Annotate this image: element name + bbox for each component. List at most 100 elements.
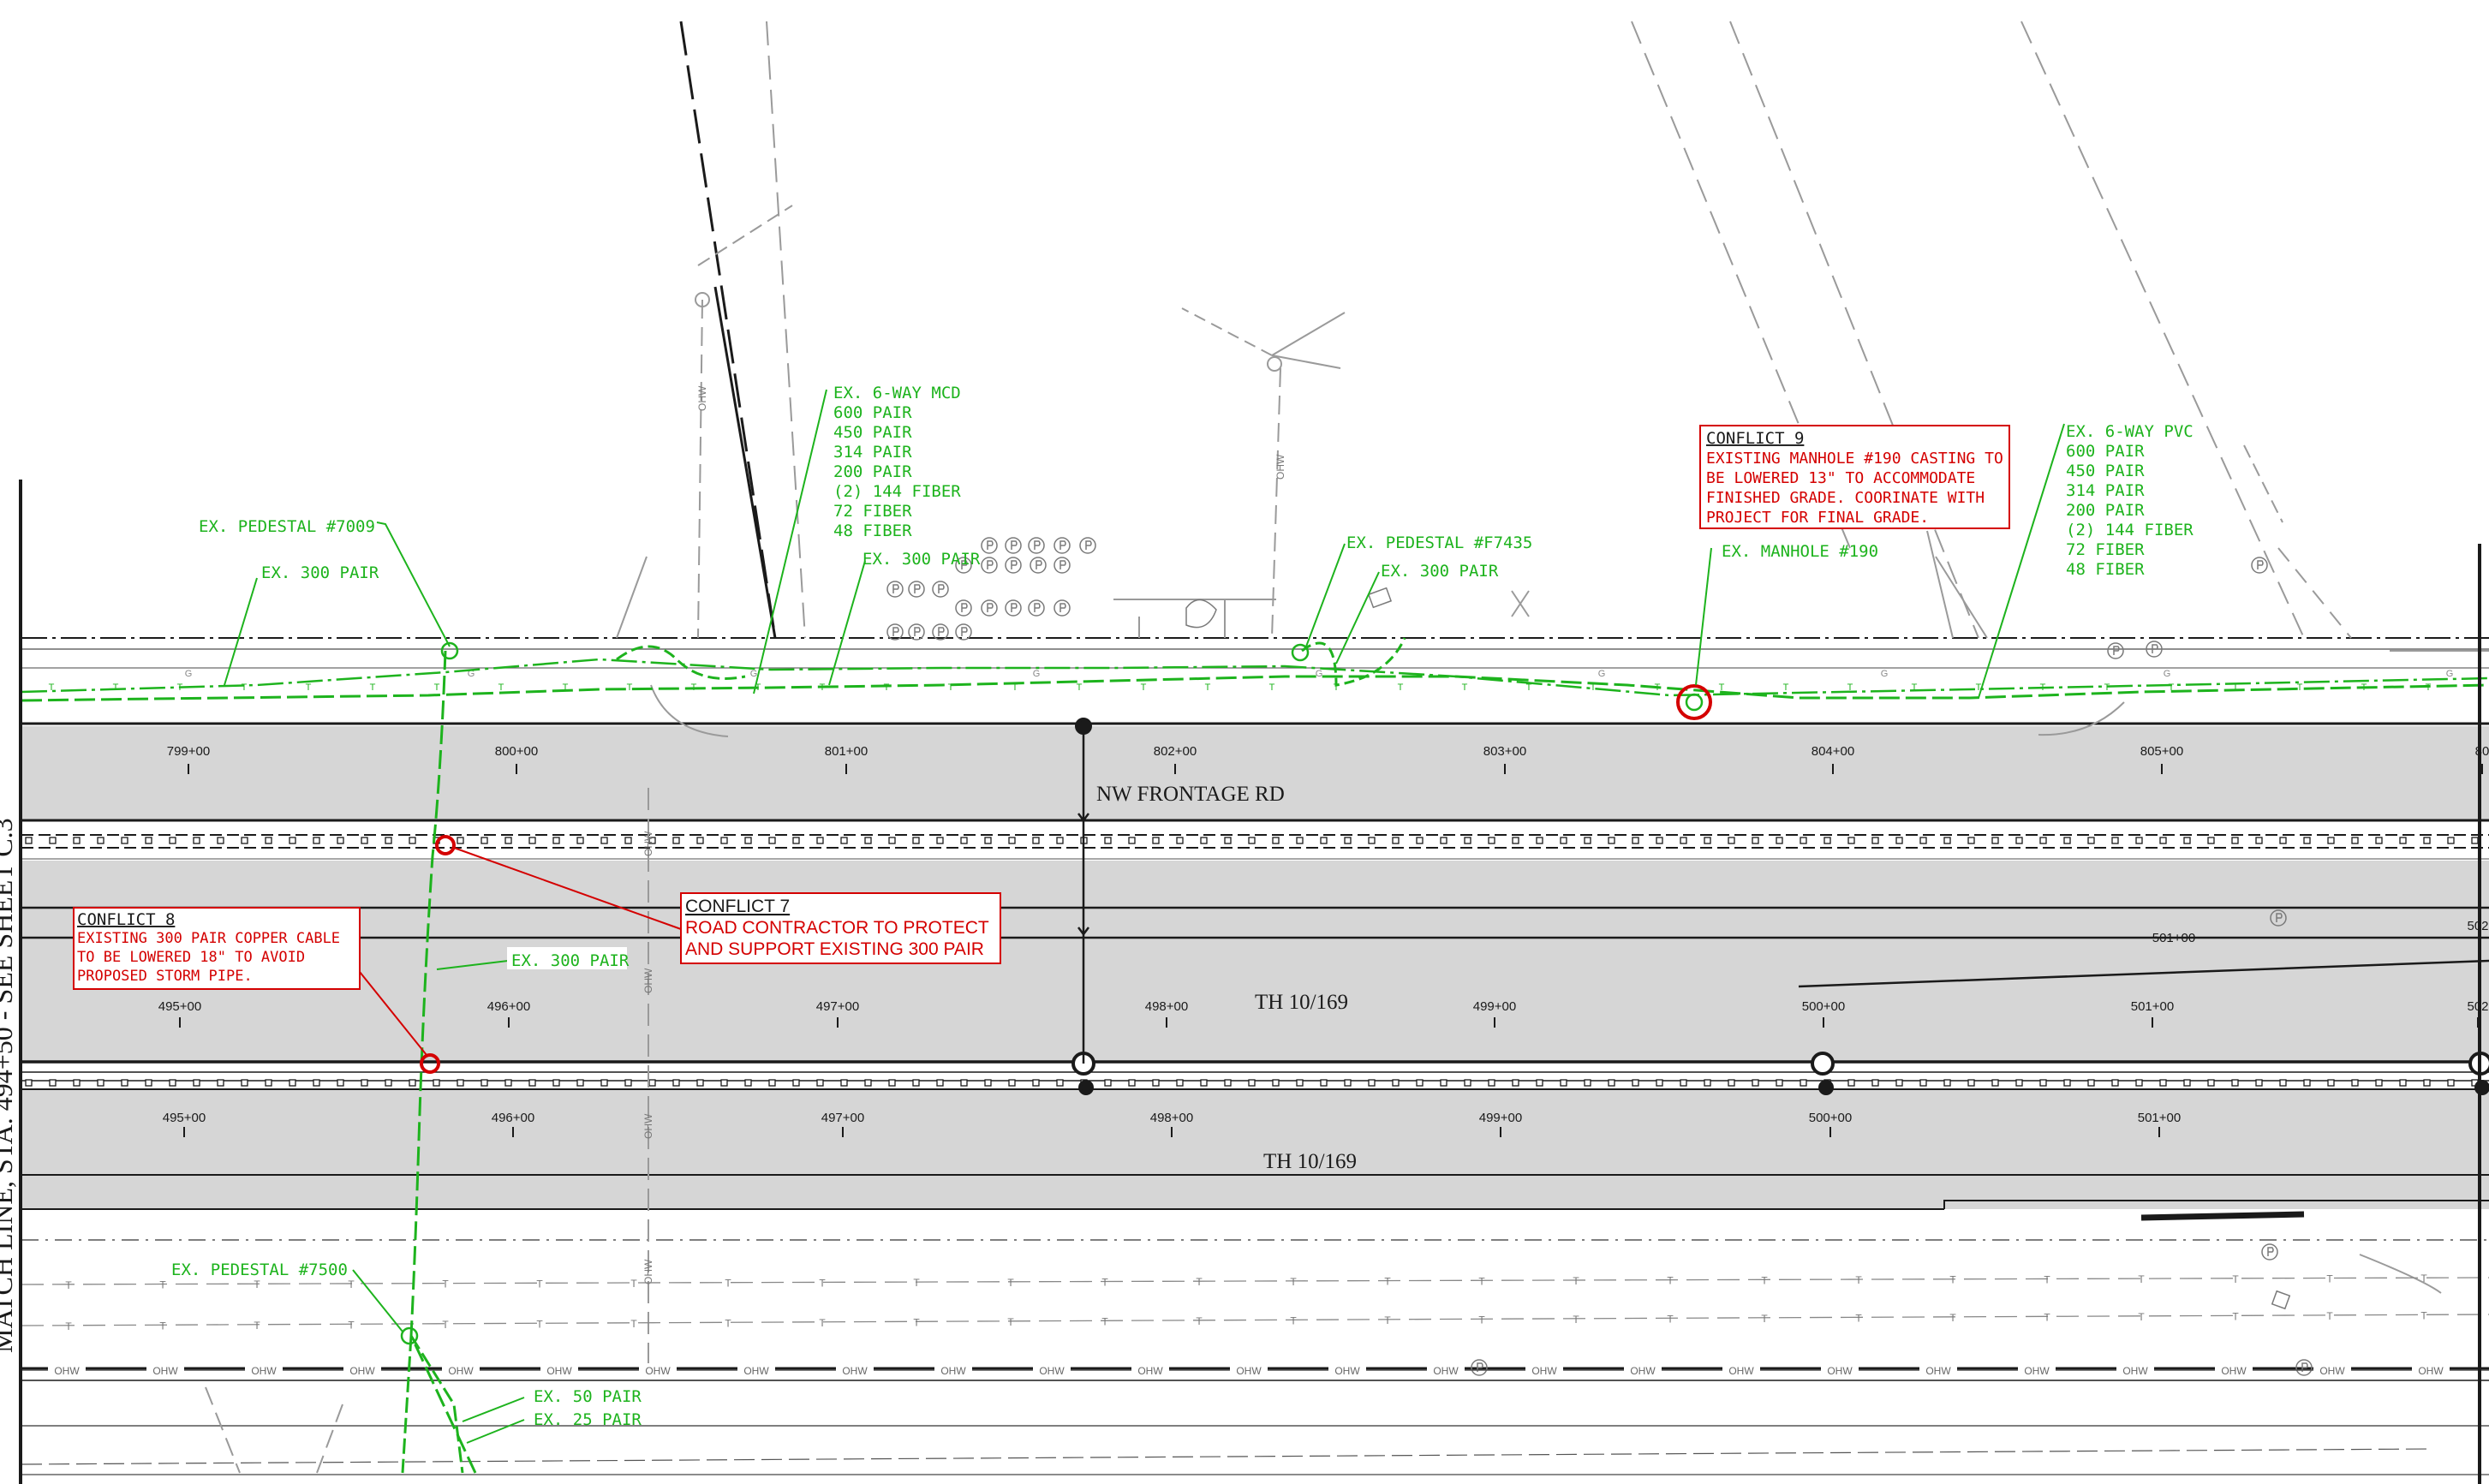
conflict-8-callout: CONFLICT 8 EXISTING 300 PAIR COPPER CABL… [73,907,361,990]
post-marker [1053,537,1071,554]
g-tag: G [468,669,475,679]
fence-post [2255,1079,2263,1087]
ohw-tag: OHW [642,968,654,993]
fence-post [2111,1079,2119,1087]
fence-post [2231,1079,2239,1087]
fence-post [600,1079,608,1087]
fence-post [1392,1079,1400,1087]
fence-post [1919,1079,1927,1087]
fence-post [1895,1079,1903,1087]
t-tag: T [627,682,633,693]
fence-post [1704,837,1711,844]
t-tag: T [1667,1275,1674,1287]
label-pvc-line-2: 600 PAIR [2066,442,2145,461]
t-tag: T [536,1278,543,1290]
post-marker [981,557,998,574]
post-marker [1079,537,1096,554]
t-tag: T [1384,1276,1391,1288]
fence-post [2039,837,2047,844]
fence-post [97,1079,104,1087]
fence-post [1536,1079,1543,1087]
fence-post [1871,837,1879,844]
fence-post [2231,837,2239,844]
t-tag: T [630,1278,637,1290]
fence-post [1176,837,1184,844]
fence-post [1656,1079,1663,1087]
fence-post [1512,837,1519,844]
t-tag: T [1007,1316,1014,1328]
post-marker [1030,557,1047,574]
fence-post [217,837,224,844]
ohw-tag: OHW [1274,454,1286,480]
label-6-way-pvc: EX. 6-WAY PVC 600 PAIR 450 PAIR 314 PAIR… [2066,422,2194,579]
t-tag: T [1398,682,1404,693]
t-tag: T [65,1320,72,1332]
fence-post [1200,1079,1208,1087]
fence-post [960,837,968,844]
fence-post [2375,1079,2383,1087]
ohw-tag: OHW [251,1365,277,1377]
fence-post [1943,1079,1951,1087]
fence-post [1200,837,1208,844]
conflict-9-callout: CONFLICT 9 EXISTING MANHOLE #190 CASTING… [1699,425,2010,529]
station-th-lower-499: 499+00 [1479,1111,1522,1125]
fence-post [552,1079,560,1087]
manhole-190-marker [1685,693,1704,712]
fence-post [241,837,248,844]
fence-post [1512,1079,1519,1087]
t-tag: T [1290,1276,1297,1288]
fence-post [2447,1079,2455,1087]
fence-post [984,837,992,844]
fence-post [2423,837,2431,844]
label-pedestal-f7435: EX. PEDESTAL #F7435 [1346,533,1532,552]
fence-post [1752,837,1759,844]
fence-post [840,1079,848,1087]
fence-post [696,837,704,844]
ohw-tag: OHW [1531,1365,1557,1377]
t-tag: T [948,682,954,693]
fence-post [2327,837,2335,844]
t-tag: T [1012,682,1018,693]
station-th-upper-497: 497+00 [816,999,859,1014]
fence-post [768,1079,776,1087]
fence-post [2063,1079,2071,1087]
t-tag: T [254,1278,260,1290]
g-tag: G [1316,669,1323,679]
g-tag: G [2446,669,2454,679]
fence-post [1296,1079,1304,1087]
fence-post [2447,837,2455,844]
label-50-pair: EX. 50 PAIR [534,1387,642,1406]
fence-post [2015,1079,2023,1087]
fence-post [1320,1079,1328,1087]
station-th-upper-495: 495+00 [158,999,201,1014]
station-frontage-799: 799+00 [167,744,210,759]
ohw-tag: OHW [2418,1365,2444,1377]
ohw-tag: OHW [152,1365,178,1377]
t-tag: T [913,1277,920,1289]
fence-post [480,837,488,844]
utility-crossing-cable [409,650,477,1474]
fence-post [912,1079,920,1087]
post-marker [1005,599,1022,617]
t-tag: T [348,1319,355,1331]
ohw-tag: OHW [1039,1365,1065,1377]
station-frontage-802: 802+00 [1154,744,1197,759]
station-frontage-80x: 80 [2475,744,2489,759]
conflict-7-circle [435,835,456,855]
t-tag: T [1384,1314,1391,1326]
post-marker [1005,557,1022,574]
background-linework [205,21,2489,1474]
fence-post [2375,837,2383,844]
fence-post [1608,1079,1615,1087]
label-manhole-190: EX. MANHOLE #190 [1722,542,1878,561]
label-mcd-line-5: 200 PAIR [833,462,912,481]
fence-post [624,837,632,844]
fence-post [1991,1079,1999,1087]
fence-post [744,1079,752,1087]
post-marker [886,623,904,641]
label-pedestal-7500: EX. PEDESTAL #7500 [171,1261,348,1279]
post-marker [981,599,998,617]
fence-post [1224,1079,1232,1087]
